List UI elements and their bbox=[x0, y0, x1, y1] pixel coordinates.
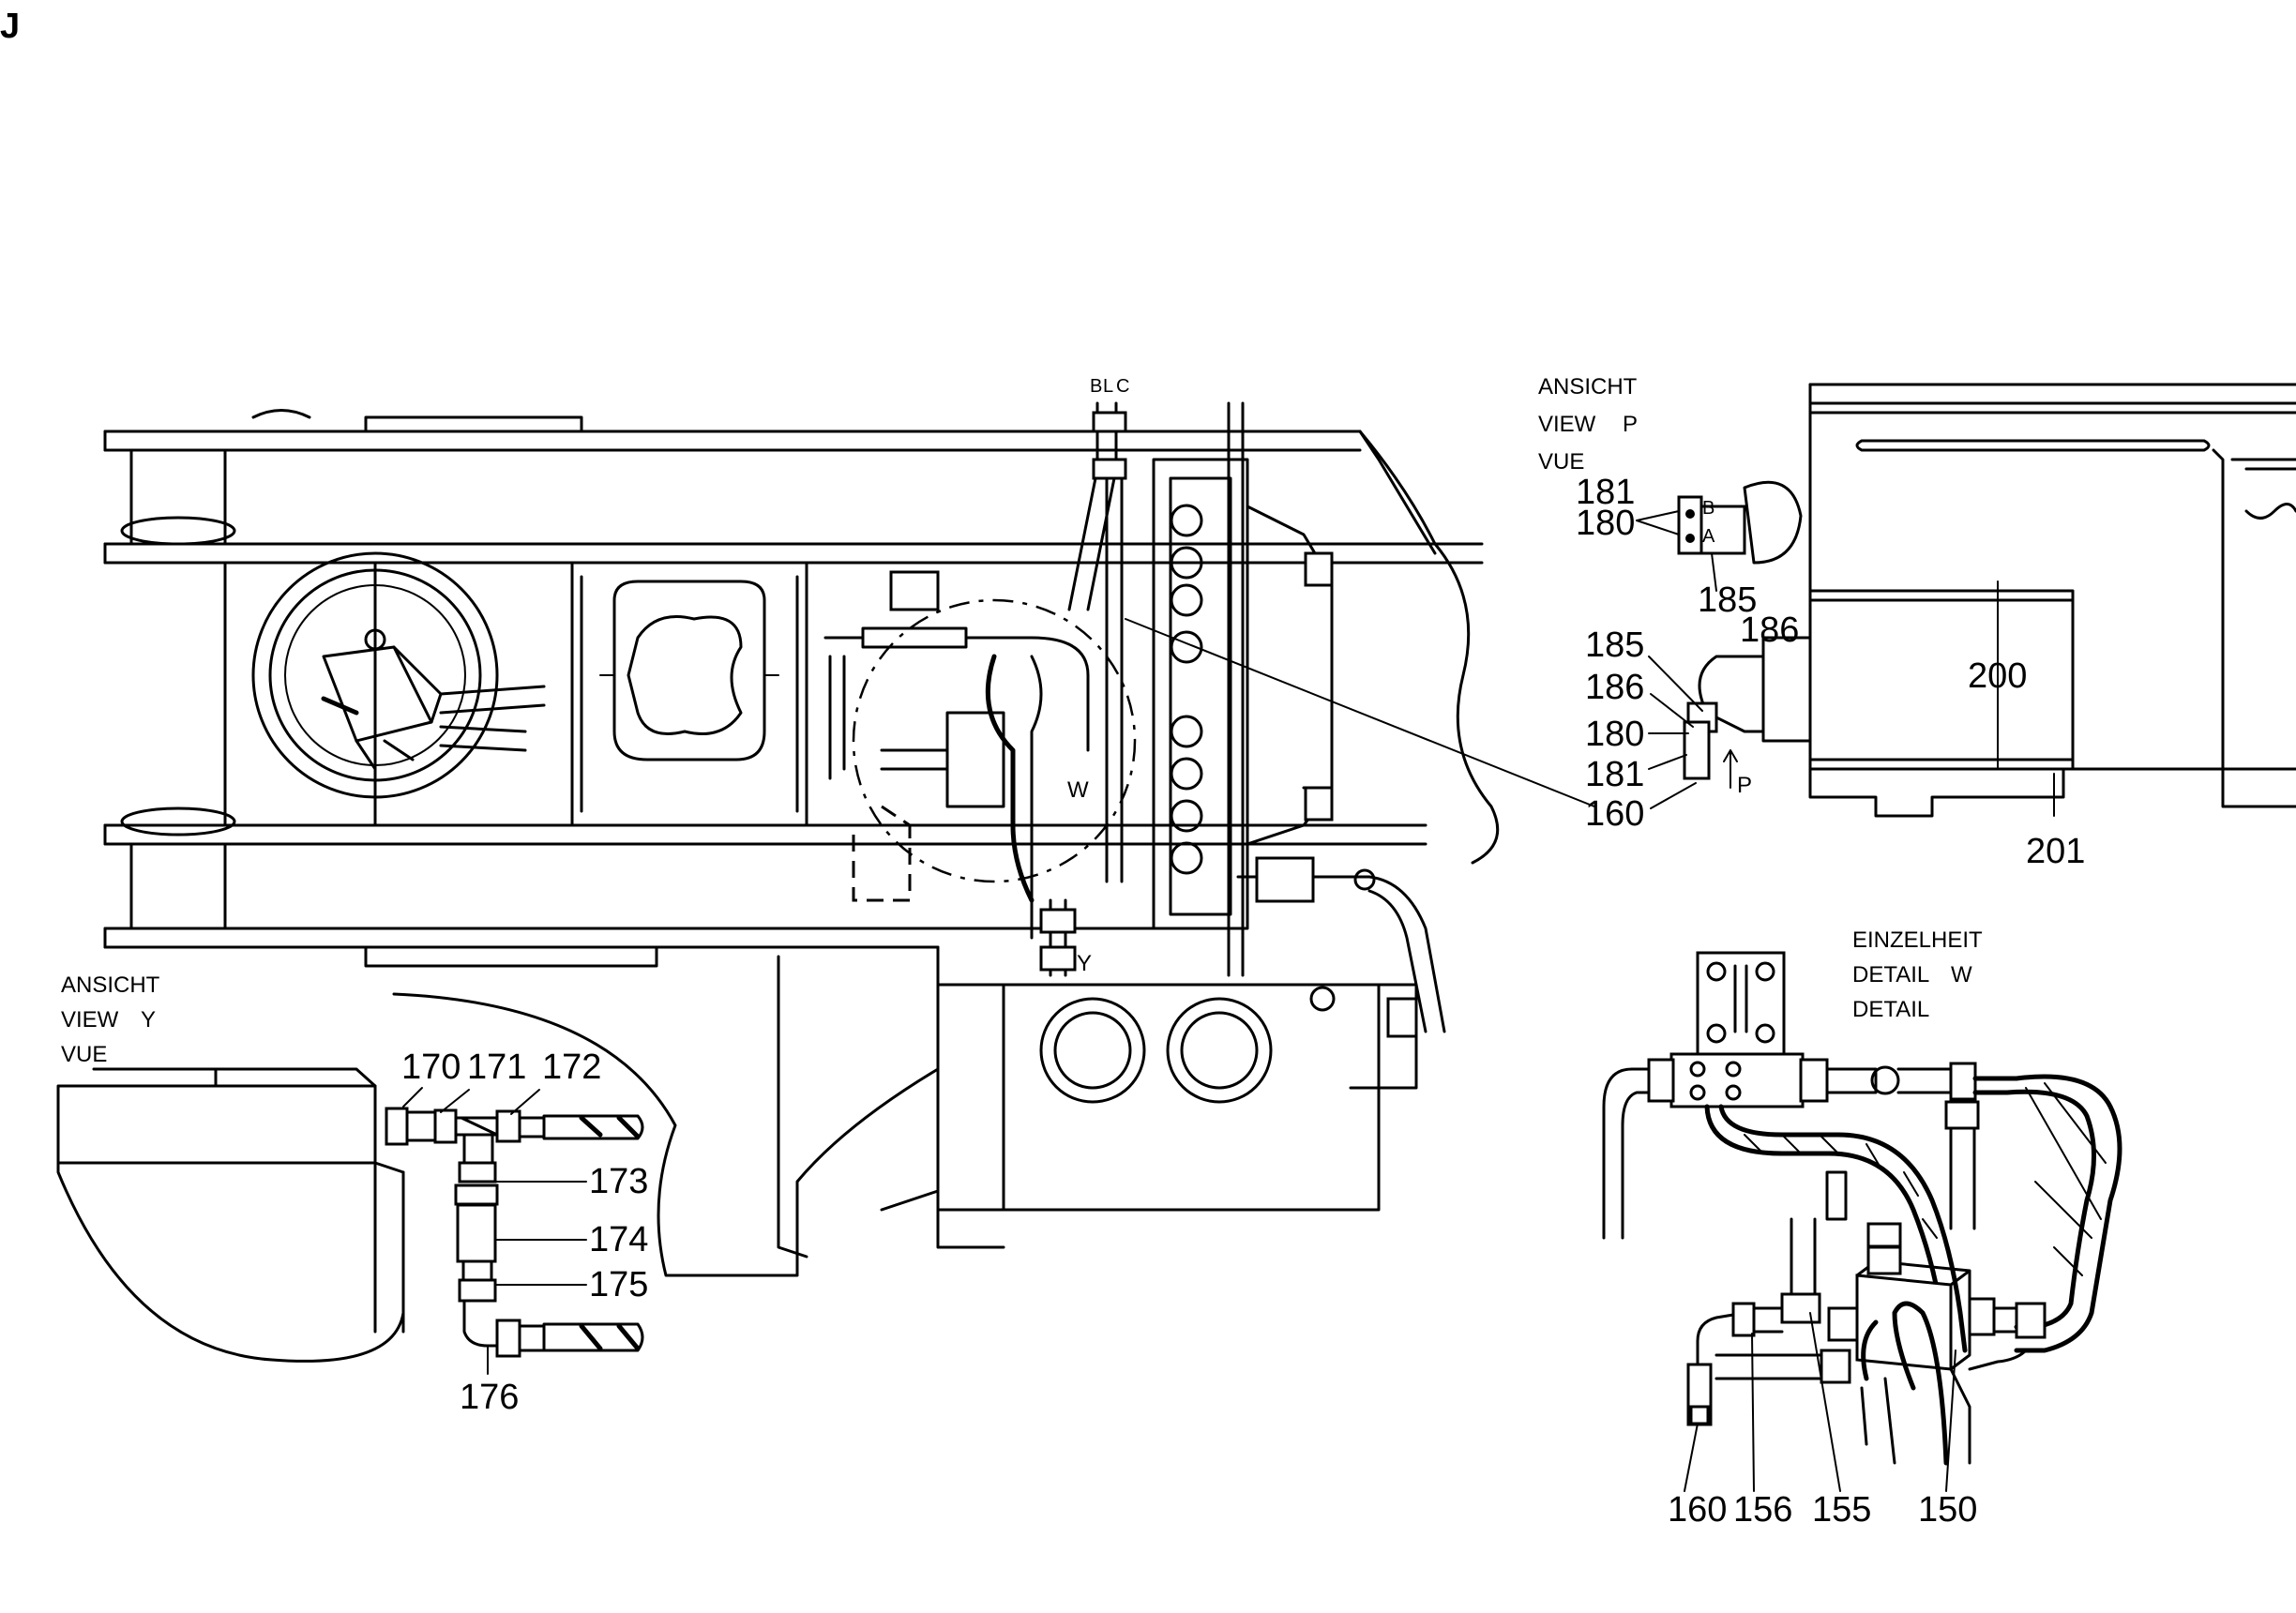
callout-186-top: 186 bbox=[1740, 611, 1799, 650]
detail-w-circle bbox=[852, 598, 1137, 883]
arrow-p-label: P bbox=[1737, 773, 1752, 798]
callout-185-top: 185 bbox=[1698, 580, 1757, 620]
view-y-caption-1: ANSICHT bbox=[61, 972, 160, 998]
callout-173: 173 bbox=[589, 1162, 648, 1201]
callout-174: 174 bbox=[589, 1220, 648, 1259]
section-letter-c: C bbox=[1116, 376, 1129, 397]
boom-cut-line bbox=[1358, 430, 1500, 865]
callout-150: 150 bbox=[1918, 1490, 1977, 1530]
leader-to-view-p bbox=[1125, 618, 1595, 807]
callout-181-lower: 181 bbox=[1585, 755, 1644, 794]
callout-201: 201 bbox=[2026, 832, 2085, 871]
section-letter-l: L bbox=[1103, 376, 1113, 397]
detail-w-caption-3: DETAIL bbox=[1852, 997, 1929, 1022]
detail-w-caption-1: EINZELHEIT bbox=[1852, 927, 1983, 953]
callout-156: 156 bbox=[1733, 1490, 1792, 1530]
braided-hose-middle bbox=[1718, 1104, 1968, 1353]
callout-155: 155 bbox=[1812, 1490, 1871, 1530]
callout-175: 175 bbox=[589, 1265, 648, 1304]
callout-185-lower: 185 bbox=[1585, 626, 1644, 665]
port-a-label: A bbox=[1702, 526, 1715, 547]
detail-w-marker: W bbox=[1067, 777, 1089, 803]
braided-hose-right bbox=[1972, 1074, 2122, 1353]
boom-upper-rail bbox=[103, 430, 1437, 555]
detail-w: EINZELHEIT DETAIL W DETAIL bbox=[1602, 927, 2122, 1530]
view-p-letter: P bbox=[1623, 412, 1638, 437]
detail-w-letter: W bbox=[1951, 962, 1972, 987]
callout-170: 170 bbox=[401, 1048, 461, 1087]
callout-180-top: 180 bbox=[1576, 504, 1635, 543]
motor-lower bbox=[1761, 636, 1812, 743]
callout-181-top: 181 bbox=[1576, 473, 1635, 512]
motor-upper bbox=[1743, 480, 1803, 565]
view-p-caption-1: ANSICHT bbox=[1538, 374, 1638, 399]
lower-cylinder-box bbox=[936, 983, 1381, 1212]
view-p-housing bbox=[1808, 383, 2296, 818]
callout-172: 172 bbox=[542, 1048, 601, 1087]
port-b-label: B bbox=[1702, 498, 1714, 519]
view-p-caption-3: VUE bbox=[1538, 449, 1584, 475]
hose-into-manifold bbox=[1892, 1301, 1949, 1466]
view-y: ANSICHT VIEW Y VUE bbox=[56, 972, 648, 1417]
view-y-marker: Y bbox=[1077, 951, 1092, 976]
main-view: B L C W Y bbox=[103, 376, 1595, 1277]
corner-mark: J bbox=[0, 7, 20, 46]
tank bbox=[56, 1084, 405, 1363]
callout-180-lower: 180 bbox=[1585, 715, 1644, 754]
view-p: ANSICHT VIEW P VUE 200 201 B A 181 180 1… bbox=[1538, 374, 2296, 871]
left-hose bbox=[1602, 1067, 1651, 1240]
view-y-caption-2: VIEW bbox=[61, 1007, 119, 1033]
view-y-caption-3: VUE bbox=[61, 1042, 107, 1067]
detail-w-caption-2: DETAIL bbox=[1852, 962, 1929, 987]
callout-171: 171 bbox=[467, 1048, 526, 1087]
callout-160-detail-w: 160 bbox=[1668, 1490, 1727, 1530]
callout-160-view-p: 160 bbox=[1585, 794, 1644, 834]
view-y-letter: Y bbox=[141, 1007, 156, 1033]
view-p-caption-2: VIEW bbox=[1538, 412, 1596, 437]
callout-176: 176 bbox=[460, 1378, 519, 1417]
callout-200: 200 bbox=[1968, 656, 2027, 696]
callout-186-lower: 186 bbox=[1585, 668, 1644, 707]
section-letter-b: B bbox=[1090, 376, 1102, 397]
valve-block bbox=[1152, 458, 1249, 930]
